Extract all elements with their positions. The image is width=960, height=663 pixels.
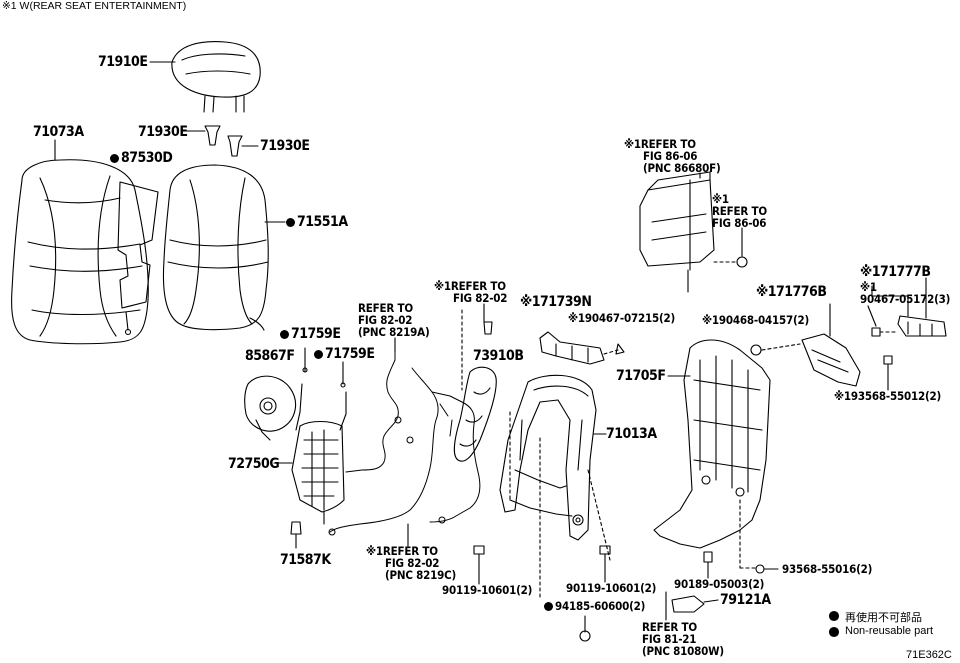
label-90119-b: 90119-10601(2) (566, 581, 657, 595)
side-pad-drawing (453, 366, 497, 462)
label-71551A: 71551A (286, 214, 348, 230)
non-reusable-dot-icon (544, 602, 553, 611)
ref-8606-line2: REFER TO (712, 204, 767, 218)
label-71759E-b-text: 71759E (325, 346, 375, 362)
ref-81080W-line3: (PNC 81080W) (642, 644, 724, 658)
non-reusable-dot-icon (280, 330, 289, 339)
label-71930E-b: 71930E (260, 138, 310, 154)
label-90189: 90189-05003(2) (674, 577, 765, 591)
label-87530D: 87530D (110, 150, 173, 166)
ref-8219A-line1: REFER TO (358, 301, 413, 315)
label-90467-05172-note: ※1 (860, 280, 877, 294)
label-94185-text: 94185-60600(2) (555, 599, 646, 613)
label-71739N: ※171739N (520, 294, 592, 310)
ref-81080W-line1: REFER TO (642, 620, 697, 634)
clip-drawing (290, 521, 302, 549)
ref-86680F-line1: ※1REFER TO (624, 137, 696, 151)
label-71013A: 71013A (606, 426, 657, 442)
ref-8202-line2: FIG 82-02 (453, 291, 508, 305)
label-72750G: 72750G (228, 456, 280, 472)
non-reusable-dot-icon (110, 154, 119, 163)
connector-drawing (665, 591, 705, 621)
ref-8219A-line3: (PNC 8219A) (358, 325, 430, 339)
label-90467-05172: 90467-05172(3) (860, 292, 951, 306)
bolts-drawing (473, 545, 611, 642)
ref-8219C-line2: FIG 82-02 (385, 556, 440, 570)
pad-drawing (117, 181, 159, 336)
backboard-drawing (653, 339, 771, 549)
bracket-drawing (539, 331, 605, 365)
lumbar-unit-drawing (244, 375, 297, 441)
ref-8606-line3: FIG 86-06 (712, 216, 767, 230)
label-85867F: 85867F (245, 348, 295, 364)
label-73910B: 73910B (473, 348, 524, 364)
cover-piece-drawing (871, 315, 947, 365)
label-71777B: ※171777B (860, 264, 931, 280)
label-71073A: 71073A (33, 124, 84, 140)
ref-81080W-line2: FIG 81-21 (642, 632, 697, 646)
legend-jp: 再使用不可部品 (845, 612, 922, 624)
label-93568-55012: ※193568-55012(2) (834, 389, 941, 403)
label-71776B: ※171776B (756, 284, 827, 300)
ref-8606-line1: ※1 (712, 192, 729, 206)
seatback-cover-drawing (11, 159, 149, 345)
label-79121A: 79121A (720, 592, 771, 608)
label-90468: ※190468-04157(2) (702, 313, 809, 327)
ref-8219A-line2: FIG 82-02 (358, 313, 413, 327)
headrest-drawing (171, 41, 261, 113)
label-93568-55016: 93568-55016(2) (782, 562, 873, 576)
support-wires (295, 347, 347, 431)
seatback-frame-drawing (499, 374, 597, 541)
seatback-pad-drawing (162, 164, 269, 331)
legend-en: Non-reusable part (845, 625, 934, 637)
label-71910E: 71910E (98, 54, 148, 70)
label-94185: 94185-60600(2) (544, 600, 645, 613)
label-87530D-text: 87530D (121, 150, 173, 166)
label-90119-a: 90119-10601(2) (442, 583, 533, 597)
wire-harness-drawing (328, 339, 481, 536)
ref-8219C-line3: (PNC 8219C) (385, 568, 457, 582)
label-71930E-a: 71930E (138, 124, 188, 140)
trim-drawing (750, 333, 861, 387)
label-90467-07215: ※190467-07215(2) (568, 311, 675, 325)
header-note: ※1 W(REAR SEAT ENTERTAINMENT) (2, 0, 187, 12)
ref-86680F-line3: (PNC 86680F) (643, 161, 721, 175)
ref-86680F-line2: FIG 86-06 (643, 149, 698, 163)
label-71759E-b: 71759E (314, 346, 375, 362)
non-reusable-dot-icon (286, 218, 295, 227)
label-71759E-a: 71759E (280, 326, 341, 342)
label-71705F: 71705F (616, 368, 666, 384)
figure-id: 71E362C (906, 649, 952, 661)
headrest-guides (204, 125, 243, 157)
module-drawing (639, 171, 748, 293)
label-71759E-a-text: 71759E (291, 326, 341, 342)
spring-plate-drawing (291, 420, 345, 513)
ref-8202-line1: ※1REFER TO (434, 279, 506, 293)
label-71551A-text: 71551A (297, 214, 348, 230)
non-reusable-dot-icon (314, 350, 323, 359)
ref-8219C-line1: ※1REFER TO (366, 544, 438, 558)
label-71587K: 71587K (280, 552, 331, 568)
